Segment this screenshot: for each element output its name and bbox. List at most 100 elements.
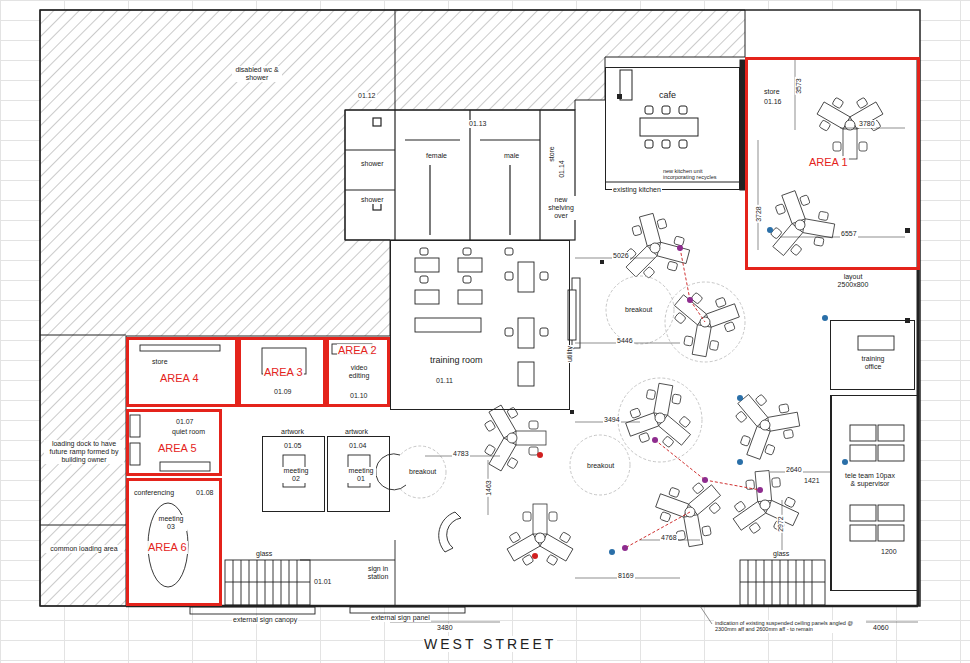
room-label: cafe xyxy=(658,90,677,100)
plan-label: 4768 xyxy=(660,534,678,542)
room-label: 01.05 xyxy=(283,442,303,450)
street-front xyxy=(350,607,465,613)
stairs xyxy=(233,560,297,605)
room-label: training room xyxy=(429,355,484,365)
plan-label: 2640 xyxy=(785,466,803,474)
area-box: AREA 2video editing01.10 xyxy=(326,337,390,407)
plan-label: 01.01 xyxy=(313,578,333,586)
area-label: AREA 3 xyxy=(263,366,304,379)
outer-walls xyxy=(40,10,920,606)
workstation-pods xyxy=(480,400,546,476)
stairs xyxy=(225,560,825,605)
breakout-sofas xyxy=(439,512,461,552)
plan-label: 8169 xyxy=(617,572,635,580)
plan-label: breakout xyxy=(408,468,437,476)
room-label: video editing xyxy=(341,364,377,380)
room-label: 01.07 xyxy=(175,418,195,426)
workstation-pods xyxy=(641,461,740,561)
room-label: meeting 03 xyxy=(155,515,187,531)
training-tables xyxy=(415,248,580,386)
room-label: 01.09 xyxy=(273,388,293,396)
room-furniture xyxy=(850,525,876,541)
room-label: store xyxy=(763,88,781,96)
room-furniture xyxy=(878,425,904,441)
area-label: AREA 5 xyxy=(157,442,198,455)
column-markers xyxy=(617,94,622,99)
plan-label: new kitchen unit incorporating recycles xyxy=(662,168,736,181)
toilet-block xyxy=(469,110,470,240)
setout-lines xyxy=(622,545,628,551)
setout-lines xyxy=(532,553,538,559)
setout-lines xyxy=(532,227,848,559)
toilet-block xyxy=(345,110,575,240)
plan-label: glass xyxy=(772,550,790,558)
setout-lines xyxy=(652,437,658,443)
setout-lines xyxy=(625,248,760,548)
plan-label: external sign canopy xyxy=(232,616,298,624)
room-furniture xyxy=(858,336,894,350)
workstation-pods xyxy=(804,75,899,174)
room-furniture xyxy=(130,443,140,465)
toilet-block xyxy=(345,149,395,150)
workstation-pods xyxy=(611,369,710,469)
room-label: 01.11 xyxy=(435,377,454,385)
plan-label: 01.13 xyxy=(468,120,488,128)
plan-label: external sign panel xyxy=(370,614,431,622)
plan-label: shower xyxy=(360,196,385,204)
column-markers xyxy=(570,410,574,414)
stairs xyxy=(748,560,812,605)
toilet-block xyxy=(509,165,510,235)
room-box: training room 01.11 xyxy=(390,240,570,410)
setout-lines xyxy=(767,227,773,233)
hatched-area xyxy=(395,10,396,110)
training-tables xyxy=(463,276,471,283)
street-front xyxy=(395,540,396,606)
cafe-fitout xyxy=(605,182,740,183)
cafe-fitout xyxy=(605,60,746,190)
room-box: tele team 10pax & supervisor 1200 xyxy=(830,395,918,591)
training-tables xyxy=(415,290,439,304)
plan-label: 2972 xyxy=(777,515,785,533)
plan-label: layout 2500x800 xyxy=(832,273,874,289)
room-furniture xyxy=(850,445,876,461)
training-tables xyxy=(540,328,548,336)
training-tables xyxy=(415,318,481,332)
room-box: 01.04meeting 01 xyxy=(327,436,390,512)
plan-label: loading dock to have future ramp formed … xyxy=(44,440,124,464)
training-tables xyxy=(458,290,482,304)
room-label: 01.08 xyxy=(195,489,215,497)
room-furniture xyxy=(878,505,904,521)
column-markers xyxy=(600,260,604,264)
area-box: AREA 3 01.09 xyxy=(238,337,326,407)
toilet-block xyxy=(394,110,395,240)
setout-lines xyxy=(737,459,743,465)
setout-lines xyxy=(677,245,683,251)
toilet-block xyxy=(429,165,430,235)
setout-lines xyxy=(537,452,543,458)
setout-lines xyxy=(757,487,763,493)
room-label: tele team 10pax & supervisor xyxy=(844,472,896,488)
training-tables xyxy=(463,248,471,255)
toilet-block xyxy=(345,110,575,240)
workstation-pods xyxy=(662,275,750,369)
plan-label: new shelving over xyxy=(545,196,577,220)
training-tables xyxy=(518,318,534,348)
street-front xyxy=(190,607,315,614)
room-label: meeting 02 xyxy=(281,467,311,483)
plan-label: 3480 xyxy=(436,624,454,632)
room-label: 1200 xyxy=(880,548,898,556)
room-label: 3728 xyxy=(755,205,763,223)
cafe-fitout xyxy=(662,140,670,148)
room-label: 6557 xyxy=(840,230,858,238)
room-box: 01.05 meeting 02 xyxy=(262,436,325,512)
setout-lines xyxy=(842,459,848,465)
breakout-circles xyxy=(606,276,674,344)
cafe-fitout xyxy=(645,140,653,148)
training-tables xyxy=(505,272,513,280)
setout-lines xyxy=(702,477,708,483)
plan-label: indication of existing suspended ceiling… xyxy=(714,620,866,633)
